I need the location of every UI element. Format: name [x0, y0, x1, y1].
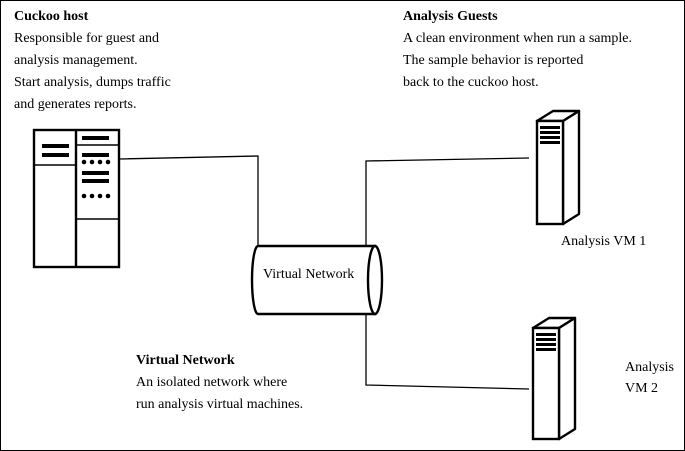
cuckoo-host-line: Responsible for guest and — [14, 31, 160, 46]
virtual-network-title: Virtual Network — [136, 353, 235, 368]
cuckoo-host-server-icon — [32, 128, 121, 269]
analysis-guests-description: Analysis Guests A clean environment when… — [403, 6, 632, 94]
network-label: Virtual Network — [263, 267, 355, 282]
analysis-vm2-server-icon — [531, 316, 577, 441]
cuckoo-host-description: Cuckoo host Responsible for guest and an… — [14, 6, 171, 116]
cuckoo-host-line: Start analysis, dumps traffic — [14, 75, 171, 90]
analysis-guests-line: A clean environment when run a sample. — [403, 31, 632, 46]
vm2-label-line2: VM 2 — [625, 381, 659, 396]
network-to-vm2-line — [365, 306, 530, 390]
virtual-network-cylinder-icon — [250, 244, 384, 316]
network-to-vm1-line — [365, 157, 530, 251]
virtual-network-line: An isolated network where — [136, 375, 288, 390]
cuckoo-host-title: Cuckoo host — [14, 9, 89, 24]
virtual-network-description: Virtual Network An isolated network wher… — [136, 350, 303, 416]
cuckoo-host-line: and generates reports. — [14, 97, 137, 112]
analysis-guests-line: back to the cuckoo host. — [403, 75, 539, 90]
vm2-label-line1: Analysis — [625, 360, 674, 375]
analysis-guests-line: The sample behavior is reported — [403, 53, 584, 68]
analysis-vm1-server-icon — [535, 109, 581, 226]
vm1-label: Analysis VM 1 — [561, 234, 647, 249]
analysis-guests-title: Analysis Guests — [403, 9, 498, 24]
virtual-network-line: run analysis virtual machines. — [136, 397, 304, 412]
host-to-network-line — [118, 155, 259, 259]
cuckoo-host-line: analysis management. — [14, 53, 138, 68]
